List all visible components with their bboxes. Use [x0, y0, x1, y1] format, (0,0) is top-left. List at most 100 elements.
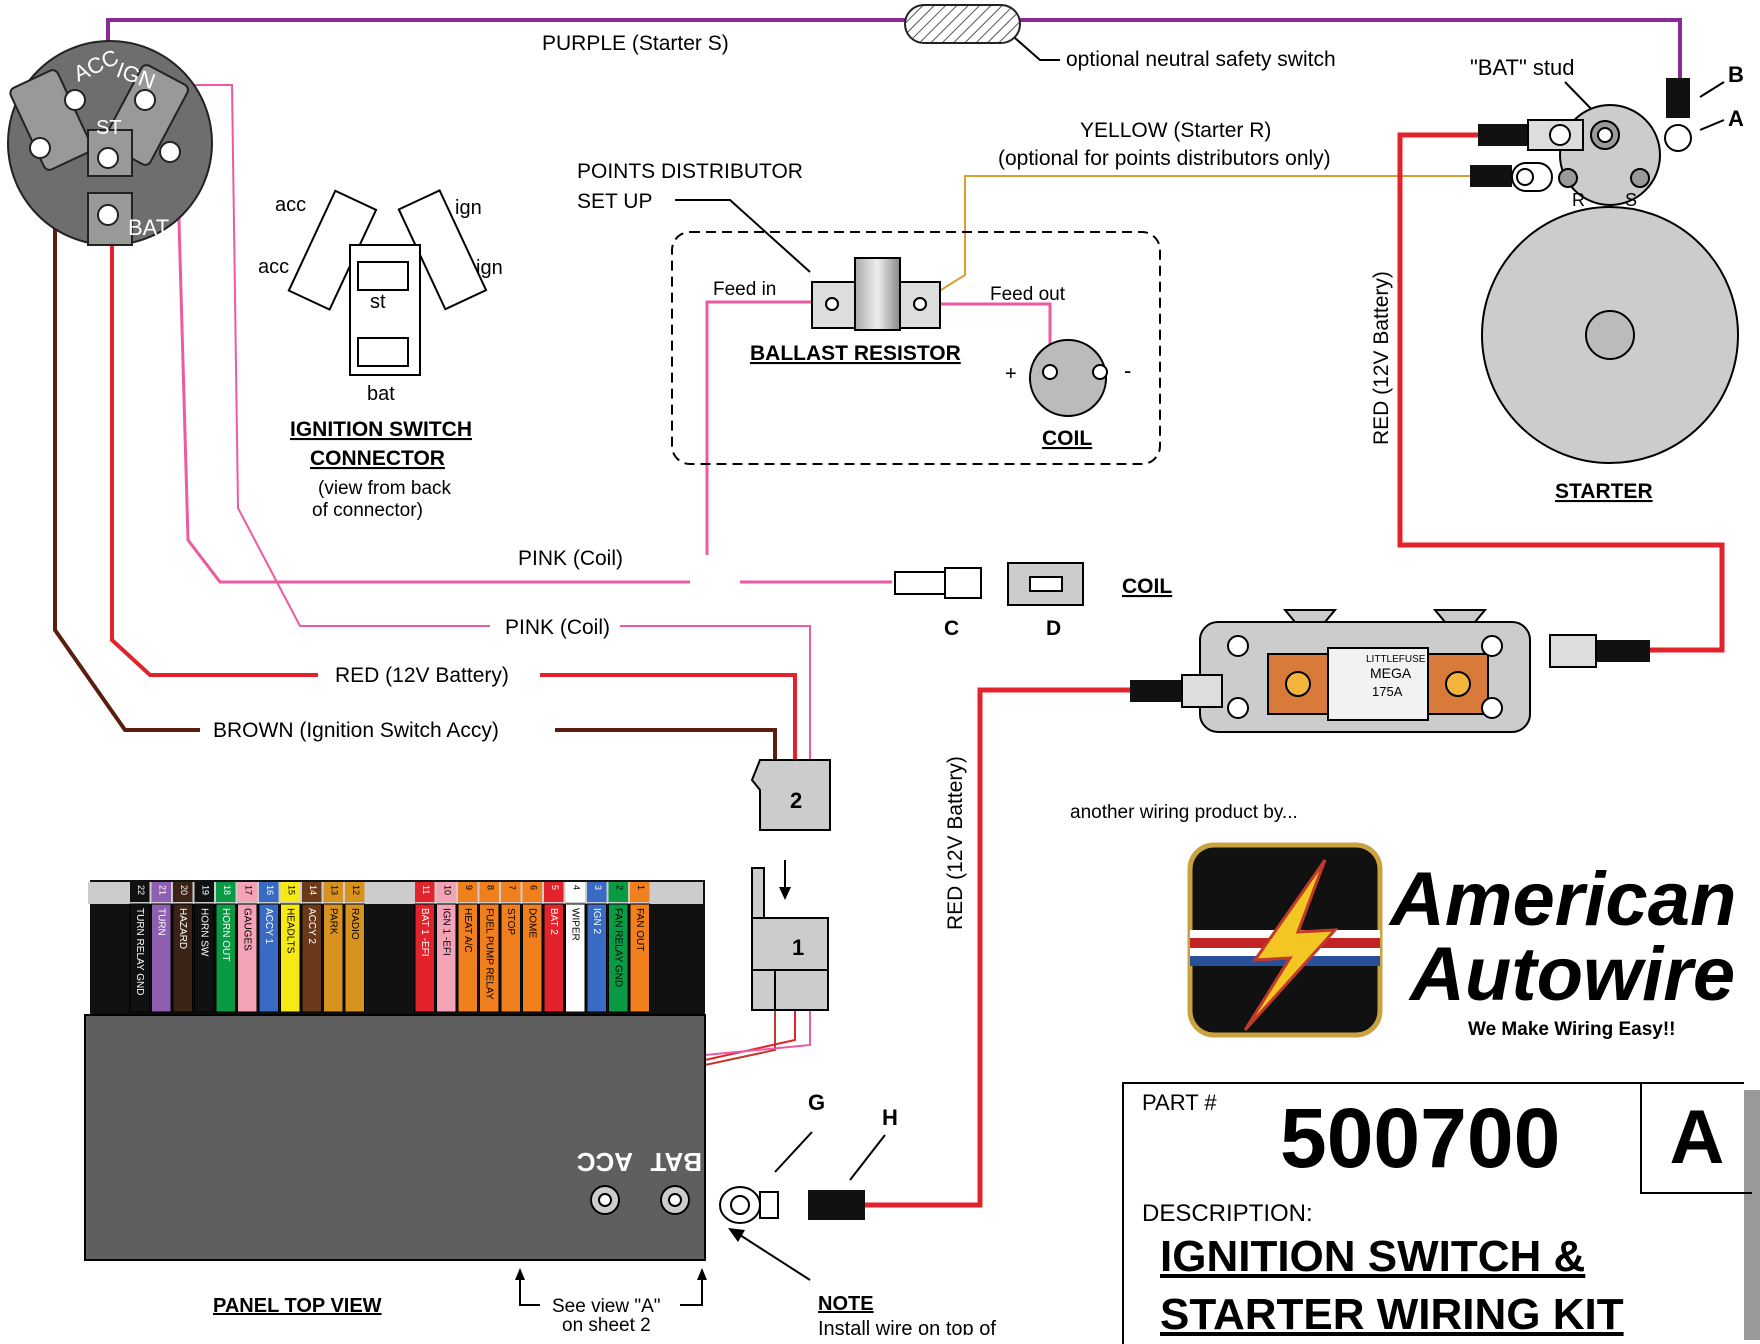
conn-ign1: ign	[455, 197, 482, 219]
starter-r: R	[1572, 190, 1585, 210]
fuse-header	[173, 882, 193, 902]
bat-stud-label: "BAT" stud	[1470, 55, 1574, 80]
fuse-strip	[436, 903, 457, 1013]
fuse-number: 19	[200, 885, 210, 895]
conn-ign2: ign	[476, 257, 503, 279]
fuse-number: 22	[136, 885, 146, 895]
fuse-header	[565, 882, 585, 902]
fuse-label: HORN OUT	[220, 908, 231, 961]
pink-wire-2	[158, 84, 490, 627]
fuse-label: BAT 2	[548, 908, 559, 935]
coil-symbol	[1029, 339, 1107, 417]
lightning-icon	[1243, 859, 1339, 1032]
ignition-connector	[287, 189, 488, 376]
fuse-label: WIPER	[569, 908, 580, 941]
fuse-header	[237, 882, 257, 902]
connector-1-label: 1	[792, 935, 804, 960]
fuse-number: 4	[571, 885, 581, 890]
fuse-number: 2	[614, 885, 624, 890]
fuse-strip	[565, 903, 586, 1013]
panel-bat-label: BAT	[650, 1147, 702, 1177]
part-label: PART #	[1142, 1090, 1217, 1115]
yellow-label-1: YELLOW (Starter R)	[1080, 119, 1271, 142]
fuse-strip	[215, 903, 236, 1013]
fuse-number: 18	[222, 885, 232, 895]
red-wire-g-h	[865, 687, 1130, 1208]
conn-note-2: of connector)	[312, 500, 423, 521]
fuse-strip	[457, 903, 478, 1013]
points-label-1: POINTS DISTRIBUTOR	[577, 160, 803, 183]
conn-bat: bat	[367, 383, 395, 405]
fuse-label: HEAT A/C	[462, 908, 473, 953]
fuse-header	[130, 882, 150, 902]
ignition-switch: ACC IGN ST BAT	[7, 40, 213, 246]
pink-wire-1	[168, 78, 690, 584]
fuse-number: 10	[442, 885, 452, 895]
connector-1	[751, 917, 829, 1011]
red-label: RED (12V Battery)	[335, 664, 509, 687]
note-text: Install wire on top of	[818, 1318, 996, 1335]
fuse-label: DOME	[526, 908, 537, 938]
desc-line-1: IGNITION SWITCH &	[1160, 1232, 1586, 1281]
fuse-header	[302, 882, 322, 902]
coil2-label: COIL	[1122, 575, 1172, 598]
fuse-number: 6	[528, 885, 538, 890]
panel-body	[84, 1014, 706, 1261]
fuse-header	[522, 882, 542, 902]
fuse-header	[216, 882, 236, 902]
ballast-label: BALLAST RESISTOR	[750, 342, 961, 365]
red-wire-switch	[110, 245, 318, 677]
note-title: NOTE	[818, 1293, 874, 1315]
connector-2-label: 2	[790, 788, 802, 813]
part-number: 500700	[1280, 1091, 1561, 1185]
fuse-strip	[586, 903, 607, 1013]
fuse-label: IGN 1 -EFI	[440, 908, 451, 956]
conn-title-1: IGNITION SWITCH	[290, 418, 472, 441]
brown-label: BROWN (Ignition Switch Accy)	[213, 719, 499, 742]
fuse-label: GAUGES	[241, 908, 252, 951]
fuse-header	[458, 882, 478, 902]
panel-title: PANEL TOP VIEW	[213, 1295, 382, 1317]
fuse-label: FAN OUT	[634, 908, 645, 951]
fuse-header	[587, 882, 607, 902]
fuse-label: FAN RELAY GND	[612, 908, 623, 987]
label-h: H	[882, 1105, 898, 1130]
points-label-2: SET UP	[577, 190, 652, 213]
fuse-number: 5	[550, 885, 560, 890]
label-a: A	[1728, 106, 1744, 131]
neutral-switch-label: optional neutral safety switch	[1066, 48, 1336, 71]
coil-plus: +	[1005, 363, 1017, 385]
conn-note-1: (view from back	[318, 478, 452, 499]
title-shadow	[1742, 1090, 1760, 1340]
see-view-1: See view "A"	[552, 1296, 661, 1317]
conn-st: st	[370, 291, 386, 313]
panel-acc-label: ACC	[576, 1147, 633, 1177]
fuse-strip	[608, 903, 629, 1013]
fuse-header	[479, 882, 499, 902]
fuse-strip	[172, 903, 193, 1013]
red-vertical-label-2: RED (12V Battery)	[944, 756, 967, 930]
mega-fuse-holder	[1130, 609, 1650, 733]
red-wire-starter	[1397, 132, 1725, 653]
logo-autowire: Autowire	[1408, 932, 1735, 1017]
coil-connector-c	[894, 567, 982, 599]
fuse-number: 9	[464, 885, 474, 890]
logo-tagline: We Make Wiring Easy!!	[1468, 1019, 1675, 1040]
fuse-strip	[629, 903, 650, 1013]
fuse-number: 14	[308, 885, 318, 895]
fuse-strip	[129, 903, 150, 1013]
purple-wire-label: PURPLE (Starter S)	[542, 32, 729, 55]
fuse-label: BAT 1 -EFI	[419, 908, 430, 957]
feed-out-label: Feed out	[990, 284, 1066, 305]
fuse-header	[323, 882, 343, 902]
fuse-number: 13	[329, 885, 339, 895]
fuse-strip	[344, 903, 365, 1013]
neutral-switch	[904, 4, 1021, 44]
yellow-wire	[924, 175, 1470, 301]
fuse-number: 7	[507, 885, 517, 890]
conn-title-2: CONNECTOR	[310, 447, 445, 470]
fuse-strip	[194, 903, 215, 1013]
label-b: B	[1728, 62, 1744, 87]
label-c: C	[944, 617, 959, 640]
fuse-header	[436, 882, 456, 902]
